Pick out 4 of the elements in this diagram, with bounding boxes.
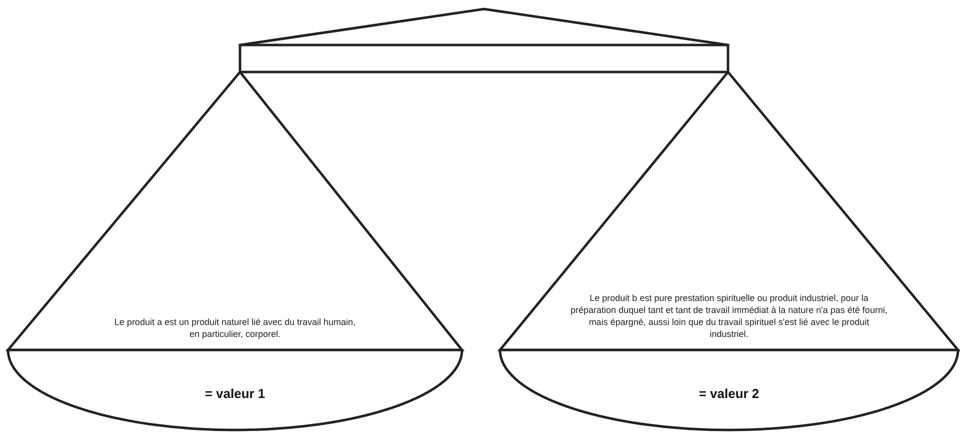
- description-text: Le produit b est pure prestation spirituelle ou produit industriel, pour la préparation duquel tant et tant de travail immédiat à la nature n'a pas été fourni, mais épargné, aussi loin que du travail spirituel s'est lié avec le produit industriel.: [570, 292, 888, 340]
- value-label: = valeur 2: [698, 386, 760, 401]
- value-label: = valeur 1: [204, 386, 266, 401]
- description-text: Le produit a est un produit naturel lié avec du travail humain, en particulier, corporel.: [113, 316, 357, 340]
